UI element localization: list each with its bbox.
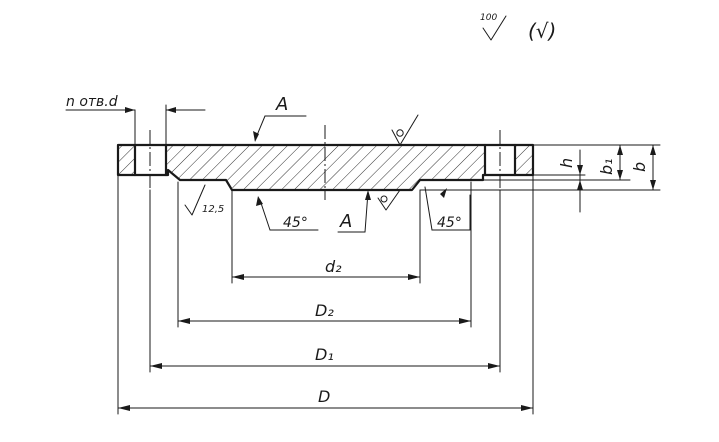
underside-roughness-value: 12,5 <box>202 204 224 215</box>
chamfer-right-callout: 45° <box>424 186 471 231</box>
vertical-dimensions: h b₁ b <box>419 144 661 213</box>
dim-D1: D₁ <box>149 189 501 373</box>
top-face-roughness <box>391 114 419 146</box>
bracket-roughness-symbol: (√) <box>528 19 556 43</box>
chamfer-left-label: 45° <box>283 215 308 231</box>
dim-b-label: b <box>630 162 649 172</box>
section-mark-bottom: A <box>337 190 371 233</box>
chamfer-right-label: 45° <box>437 215 462 231</box>
section-label-top: A <box>275 94 288 115</box>
body-hatch <box>168 145 483 190</box>
dim-D2: D₂ <box>177 181 472 328</box>
general-roughness-value: 100 <box>480 13 497 23</box>
section-mark-top: A <box>253 94 307 142</box>
section-label-bottom: A <box>339 211 352 232</box>
hole-label: n отв.d <box>66 94 118 110</box>
recess-face-roughness <box>377 189 401 211</box>
hole-callout: n отв.d <box>65 94 206 146</box>
dim-h-label: h <box>557 158 576 168</box>
dim-D: D <box>117 174 534 415</box>
dim-d2: d₂ <box>231 189 421 284</box>
dim-b1-label: b₁ <box>597 158 616 175</box>
dim-D-label: D <box>318 387 330 406</box>
chamfer-left-callout: 45° <box>256 196 319 231</box>
general-roughness-symbol: 100 (√) <box>480 13 556 43</box>
dim-D1-label: D₁ <box>315 345 334 364</box>
underside-roughness: 12,5 <box>184 184 224 216</box>
flange-outline <box>116 143 535 192</box>
dim-D2-label: D₂ <box>315 301 334 320</box>
dim-d2-label: d₂ <box>325 257 342 276</box>
